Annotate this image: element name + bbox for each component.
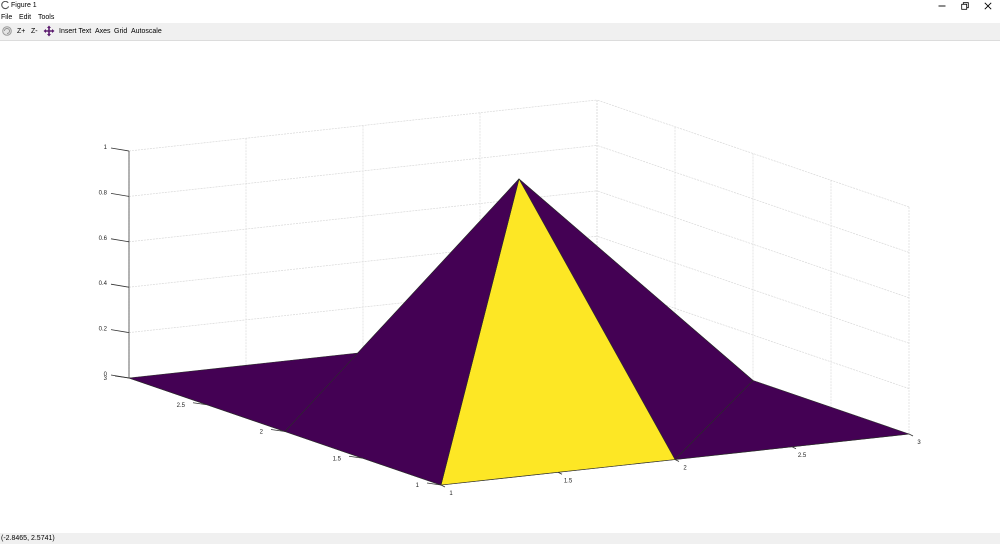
zoom-out-button[interactable]: Z- <box>31 28 38 35</box>
grid-line <box>596 235 910 344</box>
tick-mark <box>110 283 130 288</box>
surface-layer <box>128 178 910 486</box>
rotate-icon[interactable] <box>1 25 13 37</box>
z-tick-label: 0.2 <box>99 327 108 333</box>
tick-mark <box>908 433 914 437</box>
status-bar: (-2.8465, 2.5741) <box>0 533 1000 544</box>
restore-button[interactable] <box>951 0 979 12</box>
z-tick-label: 0.4 <box>99 281 108 287</box>
x-tick-label: 1.5 <box>564 478 573 484</box>
title-bar: Figure 1 <box>0 0 1000 12</box>
menu-edit[interactable]: Edit <box>19 14 32 21</box>
minimize-icon <box>938 5 946 7</box>
z-tick-label: 0.8 <box>99 190 108 196</box>
tick-mark <box>440 484 446 488</box>
tick-mark <box>270 429 286 432</box>
minimize-button[interactable] <box>928 0 956 12</box>
tick-mark <box>426 482 442 486</box>
grid-line <box>128 281 598 333</box>
autoscale-button[interactable]: Autoscale <box>131 28 162 35</box>
tick-mark <box>110 193 130 197</box>
tick-mark <box>557 471 563 475</box>
menu-bar: File Edit Tools <box>0 12 1000 23</box>
menu-tools[interactable]: Tools <box>38 14 55 21</box>
insert-text-button[interactable]: Insert Text <box>59 28 92 35</box>
y-tick-label: 3 <box>104 376 108 382</box>
tick-mark <box>110 238 130 243</box>
grid-line <box>596 145 910 253</box>
z-tick-label: 1 <box>104 145 108 151</box>
grid-button[interactable]: Grid <box>114 28 128 35</box>
grid-line <box>596 99 910 208</box>
tick-mark <box>110 147 130 152</box>
window-title: Figure 1 <box>11 2 37 9</box>
grid-line <box>128 190 598 243</box>
x-tick-label: 3 <box>917 440 921 446</box>
y-tick-label: 1.5 <box>333 456 342 462</box>
app-icon <box>1 1 10 10</box>
x-tick-label: 1 <box>449 491 453 497</box>
grid-line <box>128 235 598 288</box>
restore-icon <box>961 2 969 10</box>
close-button[interactable] <box>974 0 1000 12</box>
pan-icon[interactable] <box>43 25 55 37</box>
y-tick-label: 1 <box>416 483 420 489</box>
tick-mark <box>110 374 130 379</box>
y-tick-label: 2 <box>260 430 264 436</box>
y-tick-label: 2.5 <box>177 403 186 409</box>
menu-file[interactable]: File <box>1 14 13 21</box>
close-icon <box>984 2 992 10</box>
tick-mark <box>348 455 364 459</box>
tick-mark <box>192 402 208 406</box>
tick-mark <box>110 329 130 333</box>
grid-line <box>128 145 598 197</box>
grid-line <box>596 190 910 299</box>
axes-button[interactable]: Axes <box>95 28 111 35</box>
x-tick-label: 2 <box>683 466 687 472</box>
tick-mark <box>674 459 680 462</box>
toolbar: Z+ Z- Insert Text Axes Grid Autoscale <box>0 23 1000 41</box>
grid-line <box>128 99 598 152</box>
zoom-in-button[interactable]: Z+ <box>17 28 26 35</box>
z-tick-label: 0.6 <box>99 236 108 242</box>
tick-mark <box>791 446 797 450</box>
cursor-coordinates: (-2.8465, 2.5741) <box>1 535 55 542</box>
x-tick-label: 2.5 <box>798 453 807 459</box>
z-tick-label: 0 <box>104 372 108 378</box>
